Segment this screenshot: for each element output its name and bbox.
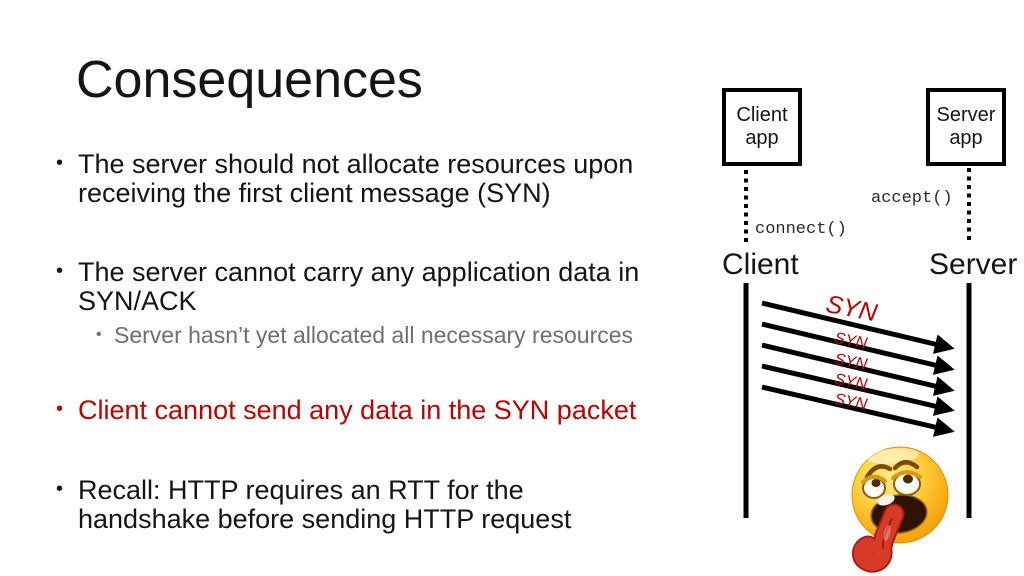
slide-title: Consequences: [76, 51, 423, 109]
connect-call-label: connect(): [755, 220, 847, 239]
bullet-syn-ack-data: • The server cannot carry any applicatio…: [52, 258, 639, 316]
bullet-text-line: Server hasn’t yet allocated all necessar…: [114, 322, 634, 348]
bullet-text-line: receiving the first client message (SYN): [78, 178, 551, 208]
emoji-face: [851, 446, 949, 544]
emoji-tongue-outline: [851, 503, 905, 573]
bullet-text-line: The server should not allocate resources…: [78, 149, 634, 179]
bullet-client-syn-data: • Client cannot send any data in the SYN…: [52, 396, 636, 425]
server-lifeline-label: Server: [929, 248, 1018, 281]
accept-call-label: accept(): [871, 189, 953, 208]
emoji-tongue-highlight: [883, 525, 891, 541]
bullet-text-line: The server cannot carry any application …: [78, 257, 640, 287]
emoji-right-pupil: [903, 474, 913, 484]
syn-label-small: SYN: [833, 391, 869, 414]
bullet-text-line: Recall: HTTP requires an RTT for the: [78, 475, 524, 505]
server-app-label-line: Server: [936, 104, 996, 126]
emoji-right-eye: [893, 472, 921, 496]
bullet-server-resources: • The server should not allocate resourc…: [52, 150, 633, 208]
client-app-label-line: app: [745, 127, 779, 149]
emoji-left-pupil: [871, 479, 881, 487]
server-app-label-line: app: [949, 127, 983, 149]
emoji-teeth: [877, 494, 895, 506]
syn-label-large: SYN: [823, 290, 880, 328]
emoji-tongue-groove: [881, 517, 893, 550]
emoji-left-eyebrow: [864, 464, 893, 480]
emoji-tongue: [853, 505, 903, 571]
bullet-marker: •: [56, 260, 64, 282]
emoji-mouth: [870, 494, 928, 534]
emoji-left-eyelid: [861, 474, 887, 484]
emoji-right-eyelid: [891, 470, 922, 480]
bullet-marker: •: [56, 398, 64, 420]
bullet-marker: •: [56, 478, 64, 500]
bullet-http-rtt: • Recall: HTTP requires an RTT for the h…: [52, 476, 571, 534]
bullet-text-line: handshake before sending HTTP request: [78, 504, 572, 534]
emoji-highlight: [867, 448, 919, 464]
emoji-right-eyebrow: [892, 460, 920, 471]
bullet-marker: •: [56, 152, 64, 174]
emoji-left-eye: [862, 477, 886, 499]
client-app-box: Client app: [722, 88, 802, 166]
sub-bullet-server-resources: • Server hasn’t yet allocated all necess…: [94, 322, 633, 348]
syn-label-small: SYN: [833, 330, 869, 353]
bullet-text-line: Client cannot send any data in the SYN p…: [78, 395, 637, 425]
server-app-box: Server app: [926, 88, 1006, 166]
client-lifeline-label: Client: [722, 248, 799, 281]
exhausted-face-emoji: [851, 446, 949, 573]
client-app-label-line: Client: [736, 104, 788, 126]
bullet-text-line: SYN/ACK: [78, 286, 197, 316]
bullet-marker: •: [96, 326, 102, 343]
